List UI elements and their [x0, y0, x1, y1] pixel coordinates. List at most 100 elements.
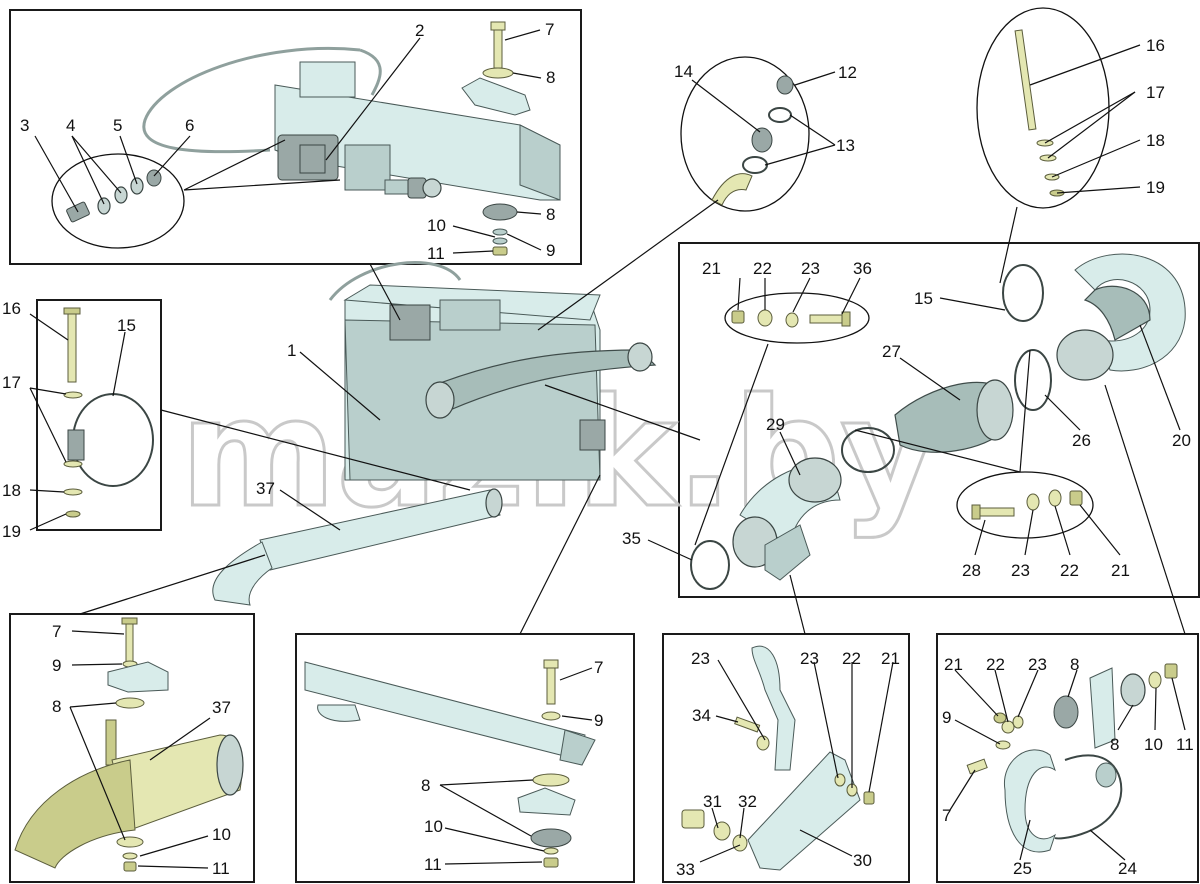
callout-24: 24 [1118, 859, 1137, 878]
clamp-mid [841, 427, 895, 473]
fastener-parts-3-6 [66, 169, 162, 223]
callout-8-br-b: 8 [1110, 735, 1119, 754]
fasteners-28-21 [971, 489, 1083, 520]
callout-30: 30 [853, 851, 872, 870]
panel-bottom-right-frame [936, 633, 1199, 883]
fasteners-21-36 [731, 309, 851, 328]
callout-23-a: 23 [801, 259, 820, 278]
callout-circle-12-14 [680, 56, 810, 212]
bellows-hose-27 [894, 379, 1014, 453]
callout-36: 36 [853, 259, 872, 278]
callout-11-br: 11 [1176, 735, 1194, 754]
callout-11-top: 11 [427, 244, 445, 263]
callout-18-right: 18 [1146, 131, 1165, 150]
bolt-parts-16-19 [1014, 29, 1065, 197]
outlet-pipe-37-detail [14, 617, 244, 872]
sensor-fitting [384, 177, 442, 199]
callout-ellipse-21-36 [724, 292, 870, 344]
callout-7-br: 7 [942, 806, 951, 825]
nut-11-lower [492, 246, 508, 256]
callout-17-right: 17 [1146, 83, 1165, 102]
bracket-assembly-30-34 [681, 645, 875, 871]
callout-28: 28 [962, 561, 981, 580]
callout-circle-16-19 [976, 7, 1110, 209]
washer-8-top [482, 67, 514, 79]
callout-9-top: 9 [546, 241, 555, 260]
callout-4: 4 [66, 116, 75, 135]
callout-22-b: 22 [1060, 561, 1079, 580]
callout-23-b: 23 [1011, 561, 1030, 580]
callout-29: 29 [766, 415, 785, 434]
callout-13: 13 [836, 136, 855, 155]
clamp-35 [690, 540, 730, 590]
callout-9-br: 9 [942, 708, 951, 727]
air-cleaner-top-assembly [142, 46, 561, 201]
callout-37-bl: 37 [212, 698, 231, 717]
callout-9-bl: 9 [52, 656, 61, 675]
callout-19-right: 19 [1146, 178, 1165, 197]
callout-2: 2 [415, 21, 424, 40]
callout-11-bl: 11 [212, 859, 230, 878]
callout-3: 3 [20, 116, 29, 135]
callout-20: 20 [1172, 431, 1191, 450]
callout-8-bm: 8 [421, 776, 430, 795]
callout-33: 33 [676, 860, 695, 879]
elbow-hose-29 [732, 457, 842, 581]
leader-lines [29, 29, 1186, 869]
clamp-15-right [1002, 264, 1044, 322]
panel-top-left-frame [9, 9, 582, 265]
callout-21-c: 21 [881, 649, 900, 668]
callout-37-main: 37 [256, 479, 275, 498]
clamp-15-assembly-left [63, 307, 154, 518]
callout-17-left: 17 [2, 373, 21, 392]
callout-ellipse-28-21 [956, 471, 1094, 539]
callout-12: 12 [838, 63, 857, 82]
clamp-26 [1014, 349, 1052, 411]
callout-1: 1 [287, 341, 296, 360]
mounting-rail-assembly [304, 659, 596, 868]
callout-11-bm: 11 [424, 855, 442, 874]
callout-34: 34 [692, 706, 711, 725]
callout-23-c: 23 [691, 649, 710, 668]
callout-18-left: 18 [2, 481, 21, 500]
panel-bottom-bracket-frame [662, 633, 910, 883]
callout-14: 14 [674, 62, 693, 81]
elbow-hose-20 [1056, 253, 1186, 381]
callout-6: 6 [185, 116, 194, 135]
callout-8-br-a: 8 [1070, 655, 1079, 674]
callout-23-d: 23 [800, 649, 819, 668]
callout-32: 32 [738, 792, 757, 811]
callout-15-left: 15 [117, 316, 136, 335]
callout-5: 5 [113, 116, 122, 135]
callout-8-bl: 8 [52, 697, 61, 716]
callout-19-left: 19 [2, 522, 21, 541]
callout-21-d: 21 [944, 655, 963, 674]
panel-left-clamp-frame [36, 299, 162, 531]
callout-10-bl: 10 [212, 825, 231, 844]
callout-21-a: 21 [702, 259, 721, 278]
washer-9-lower [492, 228, 508, 236]
callout-10-bm: 10 [424, 817, 443, 836]
callout-31: 31 [703, 792, 722, 811]
callout-23-e: 23 [1028, 655, 1047, 674]
callout-16-left: 16 [2, 299, 21, 318]
callout-27: 27 [882, 342, 901, 361]
callout-10-br: 10 [1144, 735, 1163, 754]
callout-9-bm: 9 [594, 711, 603, 730]
callout-25: 25 [1013, 859, 1032, 878]
callout-7-bl: 7 [52, 622, 61, 641]
panel-bottom-left-frame [9, 613, 255, 883]
callout-22-d: 22 [986, 655, 1005, 674]
band-clamp-assembly-24-25 [966, 663, 1178, 853]
callout-22-a: 22 [753, 259, 772, 278]
callout-10-top: 10 [427, 216, 446, 235]
callout-22-c: 22 [842, 649, 861, 668]
washer-10-lower [492, 237, 508, 245]
callout-numbers: 2 3 4 5 6 7 8 8 10 9 11 16 15 17 18 19 1… [2, 20, 1194, 879]
callout-7-bm: 7 [594, 658, 603, 677]
hose-clamp-parts-12-14 [711, 75, 794, 206]
callout-15-right: 15 [914, 289, 933, 308]
panel-right-intake-frame [678, 242, 1200, 598]
callout-ellipse-fasteners [51, 153, 185, 249]
callout-8-top: 8 [546, 68, 555, 87]
